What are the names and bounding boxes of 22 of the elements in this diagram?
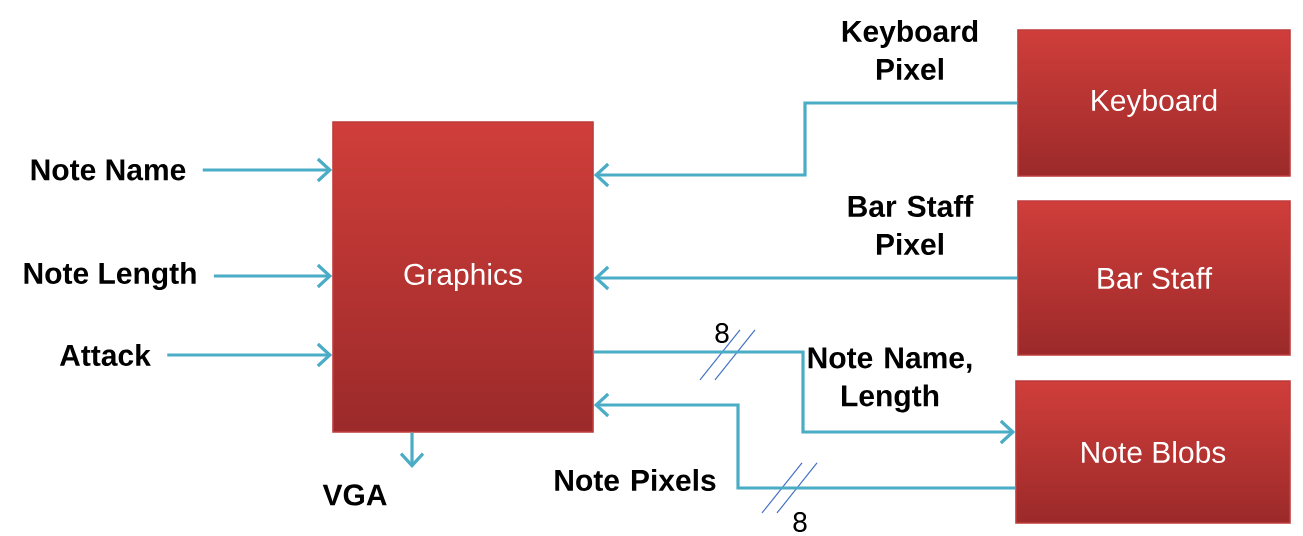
bus-width-number: 8 bbox=[715, 323, 729, 343]
arrow bbox=[213, 263, 333, 289]
edge-label: Keyboard Pixel bbox=[842, 20, 978, 80]
arrow bbox=[593, 101, 1018, 188]
signal-label: Note Name bbox=[31, 159, 186, 181]
block-box: Bar Staff bbox=[1017, 200, 1291, 356]
block-box: Keyboard bbox=[1017, 29, 1291, 177]
arrow bbox=[593, 265, 1018, 291]
arrow bbox=[399, 432, 425, 468]
edge-label: Note Pixels bbox=[555, 469, 716, 491]
arrow bbox=[593, 392, 1016, 490]
arrow bbox=[593, 350, 1016, 445]
arrow bbox=[167, 342, 333, 368]
signal-label: VGA bbox=[322, 484, 387, 506]
arrow bbox=[202, 157, 333, 183]
edge-label: Bar Staff Pixel bbox=[848, 195, 974, 255]
block-box: Note Blobs bbox=[1015, 380, 1291, 524]
bus-width-number: 8 bbox=[793, 512, 807, 532]
signal-label: Attack bbox=[59, 344, 151, 366]
signal-label: Note Length bbox=[24, 261, 196, 291]
edge-label: Note Name, Length bbox=[808, 347, 972, 413]
block-box: Graphics bbox=[332, 121, 594, 433]
